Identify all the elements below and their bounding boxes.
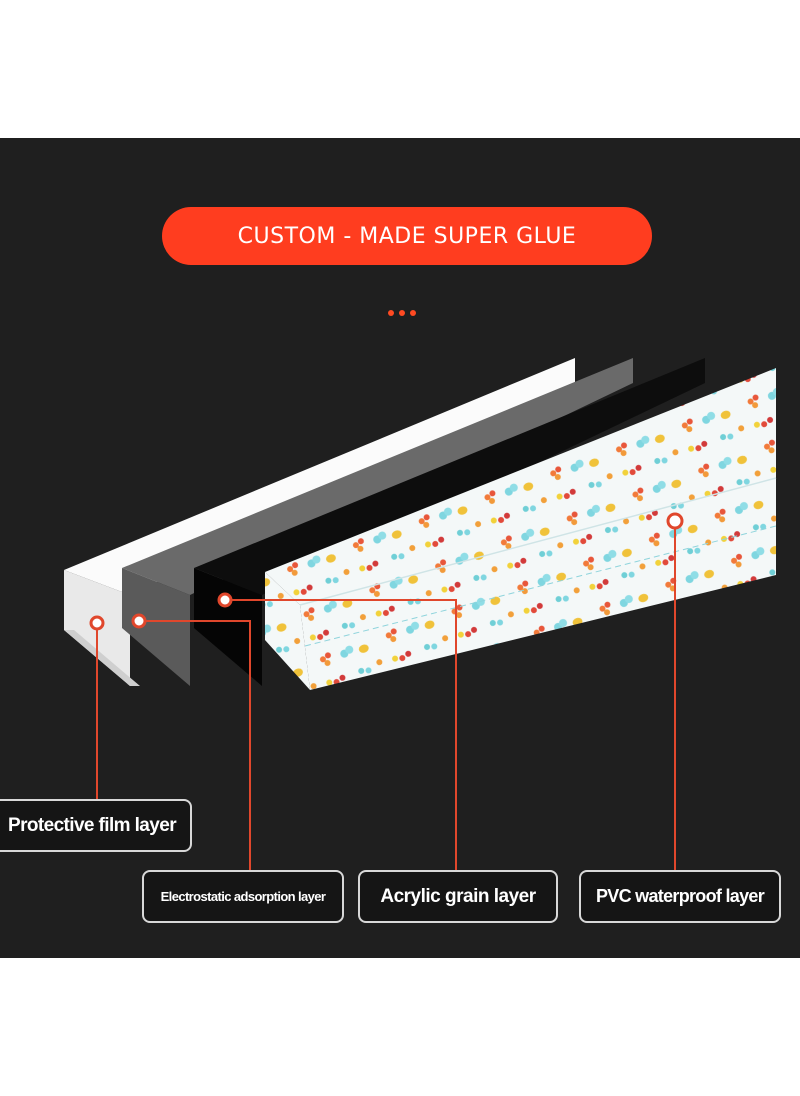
pvc-strip <box>265 368 777 690</box>
acrylic-label: Acrylic grain layer <box>358 870 558 923</box>
pvc-label-text: PVC waterproof layer <box>595 886 765 906</box>
title-banner: CUSTOM - MADE SUPER GLUE <box>162 207 652 265</box>
protective-film-label-text: Protective film layer <box>8 814 177 836</box>
callout-markers <box>89 512 684 631</box>
dot <box>388 310 394 316</box>
electrostatic-label: Electrostatic adsorption layer <box>142 870 344 923</box>
electrostatic-strip <box>122 358 633 686</box>
callout-lines <box>96 529 676 870</box>
dot <box>399 310 405 316</box>
acrylic-label-text: Acrylic grain layer <box>380 885 536 907</box>
decorative-dots <box>388 310 416 316</box>
dot <box>410 310 416 316</box>
pvc-label: PVC waterproof layer <box>579 870 781 923</box>
acrylic-strip <box>194 358 705 686</box>
electrostatic-label-text: Electrostatic adsorption layer <box>160 889 326 904</box>
banner-title: CUSTOM - MADE SUPER GLUE <box>237 223 577 249</box>
protective-film-label: Protective film layer <box>0 799 192 852</box>
